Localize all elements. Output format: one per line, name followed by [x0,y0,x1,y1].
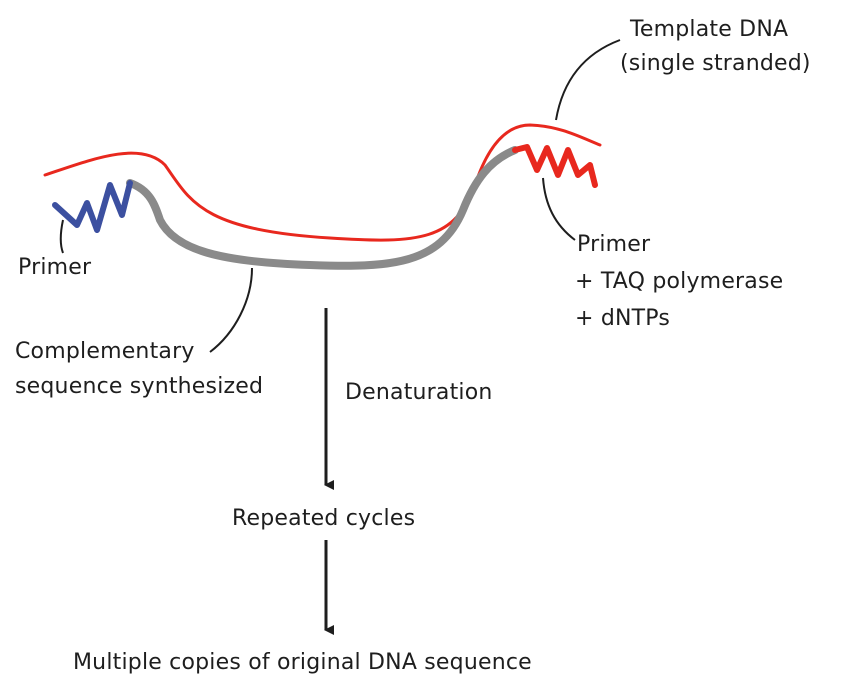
left-primer-leader-line [59,219,64,254]
right-primer-label: Primer [577,232,651,257]
right-primer-leader-line [542,177,576,241]
repeated-cycles-label: Repeated cycles [232,506,416,531]
synthesized-strand [126,146,519,270]
template-leader-line [555,39,621,121]
left-primer-label: Primer [18,255,92,280]
single-stranded-label: (single stranded) [620,51,811,76]
denaturation-label: Denaturation [345,380,493,405]
template-dna-label: Template DNA [630,17,789,42]
sequence-synthesized-label: sequence synthesized [15,374,264,399]
right-primer [512,144,598,188]
left-primer [52,180,133,233]
dntps-label: + dNTPs [575,306,671,331]
complementary-label: Complementary [15,339,195,364]
taq-polymerase-label: + TAQ polymerase [575,269,784,294]
template-dna-strand [43,123,602,242]
result-label: Multiple copies of original DNA sequence [73,650,532,675]
complementary-leader-line [209,267,253,353]
